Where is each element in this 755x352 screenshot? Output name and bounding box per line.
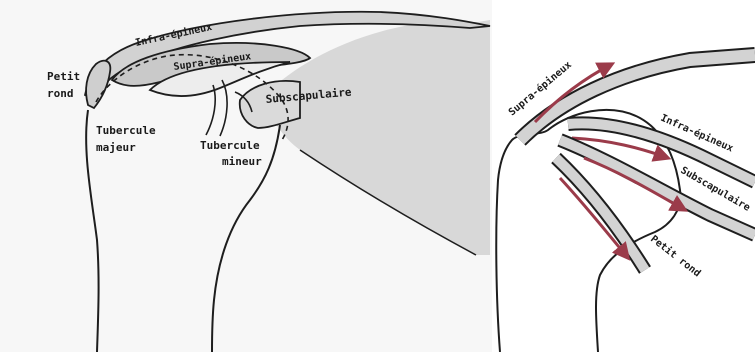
label-tubercule-mineur-line2: mineur	[222, 155, 262, 168]
right-panel-tendon-diagram: Supra-épineux Infra-épineux Subscapulair…	[496, 55, 755, 352]
label-tubercule-majeur-line1: Tubercule	[96, 124, 156, 137]
label-petit-rond-line1: Petit	[47, 70, 80, 83]
label-tubercule-majeur-line2: majeur	[96, 141, 136, 154]
label-petit-rond-line2: rond	[47, 87, 74, 100]
label-tubercule-mineur-line1: Tubercule	[200, 139, 260, 152]
label-petit-rond-right: Petit rond	[648, 233, 703, 280]
left-panel-anterior-view: Infra-épineux Supra-épineux Petit rond S…	[0, 0, 492, 352]
